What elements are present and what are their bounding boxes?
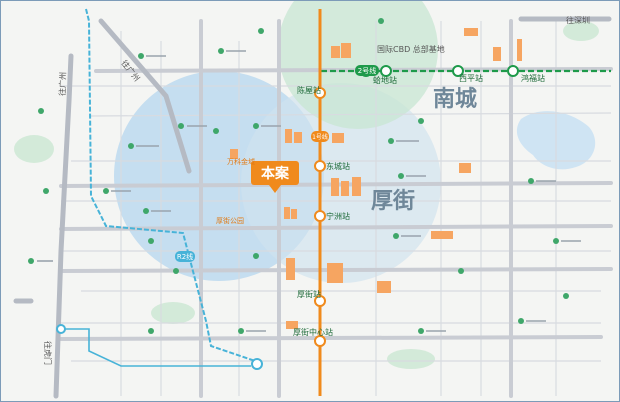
station-node[interactable] — [251, 358, 263, 370]
district-label-houjie: 厚街 — [371, 188, 415, 214]
station-node[interactable] — [452, 65, 464, 77]
station-nodes — [56, 65, 519, 370]
r2-badge-text: R2线 — [177, 252, 193, 261]
line2-badge-text: 2号线 — [358, 66, 376, 75]
station-label-xiping: 西平站 — [459, 73, 483, 83]
park-patch — [387, 349, 435, 369]
park-patch — [14, 135, 54, 163]
highway-label-guangzhou-left: 往广州 — [57, 72, 68, 96]
station-node[interactable] — [314, 295, 326, 307]
station-node[interactable] — [314, 87, 326, 99]
park-patch — [151, 302, 195, 324]
station-label-chenwu: 陈屋站 — [297, 85, 321, 95]
station-label-hongfu: 鸿福站 — [521, 73, 545, 83]
highway-label-humen: 往虎门 — [43, 341, 53, 365]
metro-line-r2 — [85, 8, 262, 364]
station-node[interactable] — [56, 324, 66, 334]
line2-badge — [355, 65, 379, 76]
station-node[interactable] — [507, 65, 519, 77]
district-label-nancheng: 南城 — [433, 86, 477, 112]
line1-badge-text: 1号线 — [312, 133, 328, 141]
landmark-label-wanda: 万科金域 — [227, 157, 255, 166]
landmark-label-houjie-park: 厚街公园 — [216, 216, 244, 225]
station-node[interactable] — [380, 65, 392, 77]
station-node[interactable] — [314, 160, 326, 172]
building-icons — [230, 28, 522, 329]
minor-roads — [61, 21, 612, 396]
station-label-donghu: 宁洲站 — [326, 211, 350, 221]
station-node[interactable] — [314, 335, 326, 347]
line1-badge — [311, 131, 329, 142]
station-label-zhongxin: 厚街中心站 — [293, 327, 333, 337]
station-node[interactable] — [314, 210, 326, 222]
station-label-xiangshan: 厚街站 — [297, 289, 321, 299]
highway-label-shenzhen: 往深圳 — [566, 15, 590, 25]
metro-line-r2-branch — [61, 328, 251, 367]
park-patch — [563, 21, 599, 41]
poi-dots — [28, 18, 569, 334]
landmark-label-cbd: 国际CBD 总部基地 — [377, 44, 445, 54]
station-label-dongcheng: 东城站 — [326, 161, 350, 171]
poi-label-marks — [37, 50, 581, 332]
r2-badge — [175, 251, 195, 262]
project-marker[interactable]: 本案 — [251, 161, 299, 193]
project-label: 本案 — [261, 165, 290, 182]
highways — [13, 16, 612, 399]
station-label-dongfu: 蛤地站 — [373, 75, 397, 85]
